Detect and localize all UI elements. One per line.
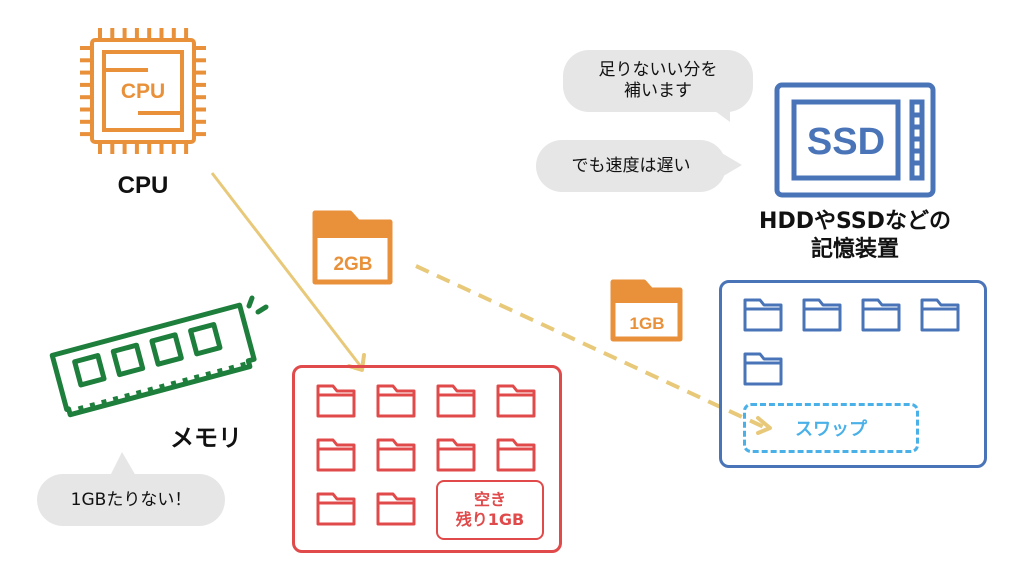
ram-folder-icon (316, 492, 356, 526)
free-space-line2: 残り1GB (455, 510, 525, 529)
cpu-chip-text: CPU (121, 80, 165, 103)
folder-1gb-icon: 1GB (610, 279, 683, 342)
memory-alert-mark-1 (246, 295, 255, 309)
ssd-chip-text: SSD (807, 121, 885, 163)
swap-dashed-line (415, 264, 767, 430)
folder-2gb-label: 2GB (333, 254, 372, 275)
bubble-shortage: 1GBたりない！ (37, 474, 225, 526)
bubble-slow-tail (720, 152, 742, 178)
disk-folder-icon (861, 298, 901, 332)
ram-folder-icon (436, 438, 476, 472)
disk-folder-icon (802, 298, 842, 332)
ram-folder-icon (496, 384, 536, 418)
free-space-box: 空き 残り1GB (436, 480, 544, 540)
bubble-slow: でも速度は遅い (536, 140, 726, 192)
disk-box (719, 280, 987, 468)
ram-folder-icon (316, 384, 356, 418)
swap-arrowhead (756, 416, 772, 435)
ssd-icon: SSD (774, 82, 936, 198)
bubble-supplement-tail (700, 100, 730, 122)
bubble-shortage-tail (110, 452, 136, 476)
disk-folder-icon (920, 298, 960, 332)
cpu-label: CPU (117, 172, 169, 199)
storage-label: HDDやSSDなどの 記憶装置 (730, 208, 980, 264)
ram-box (292, 365, 562, 553)
ram-folder-icon (376, 438, 416, 472)
ram-folder-icon (376, 492, 416, 526)
ram-folder-icon (436, 384, 476, 418)
folder-1gb-label: 1GB (630, 314, 665, 333)
free-space-line1: 空き (473, 490, 506, 509)
bubble-supplement-line2: 補います (624, 81, 692, 101)
storage-label-line1: HDDやSSDなどの (759, 209, 951, 234)
storage-label-line2: 記憶装置 (810, 237, 899, 262)
ram-folder-icon (316, 438, 356, 472)
folder-2gb-icon: 2GB (312, 210, 393, 285)
cpu-to-memory-line (210, 172, 364, 369)
cpu-icon: CPU (80, 28, 206, 154)
swap-area: スワップ (743, 403, 919, 453)
disk-folder-icon (743, 298, 783, 332)
ram-folder-icon (376, 384, 416, 418)
memory-label: メモリ (170, 424, 242, 452)
bubble-supplement-line1: 足りないい分を (598, 60, 718, 80)
disk-folder-icon (743, 352, 783, 386)
memory-alert-mark-2 (255, 304, 269, 315)
ram-folder-icon (496, 438, 536, 472)
memory-icon (49, 295, 269, 418)
